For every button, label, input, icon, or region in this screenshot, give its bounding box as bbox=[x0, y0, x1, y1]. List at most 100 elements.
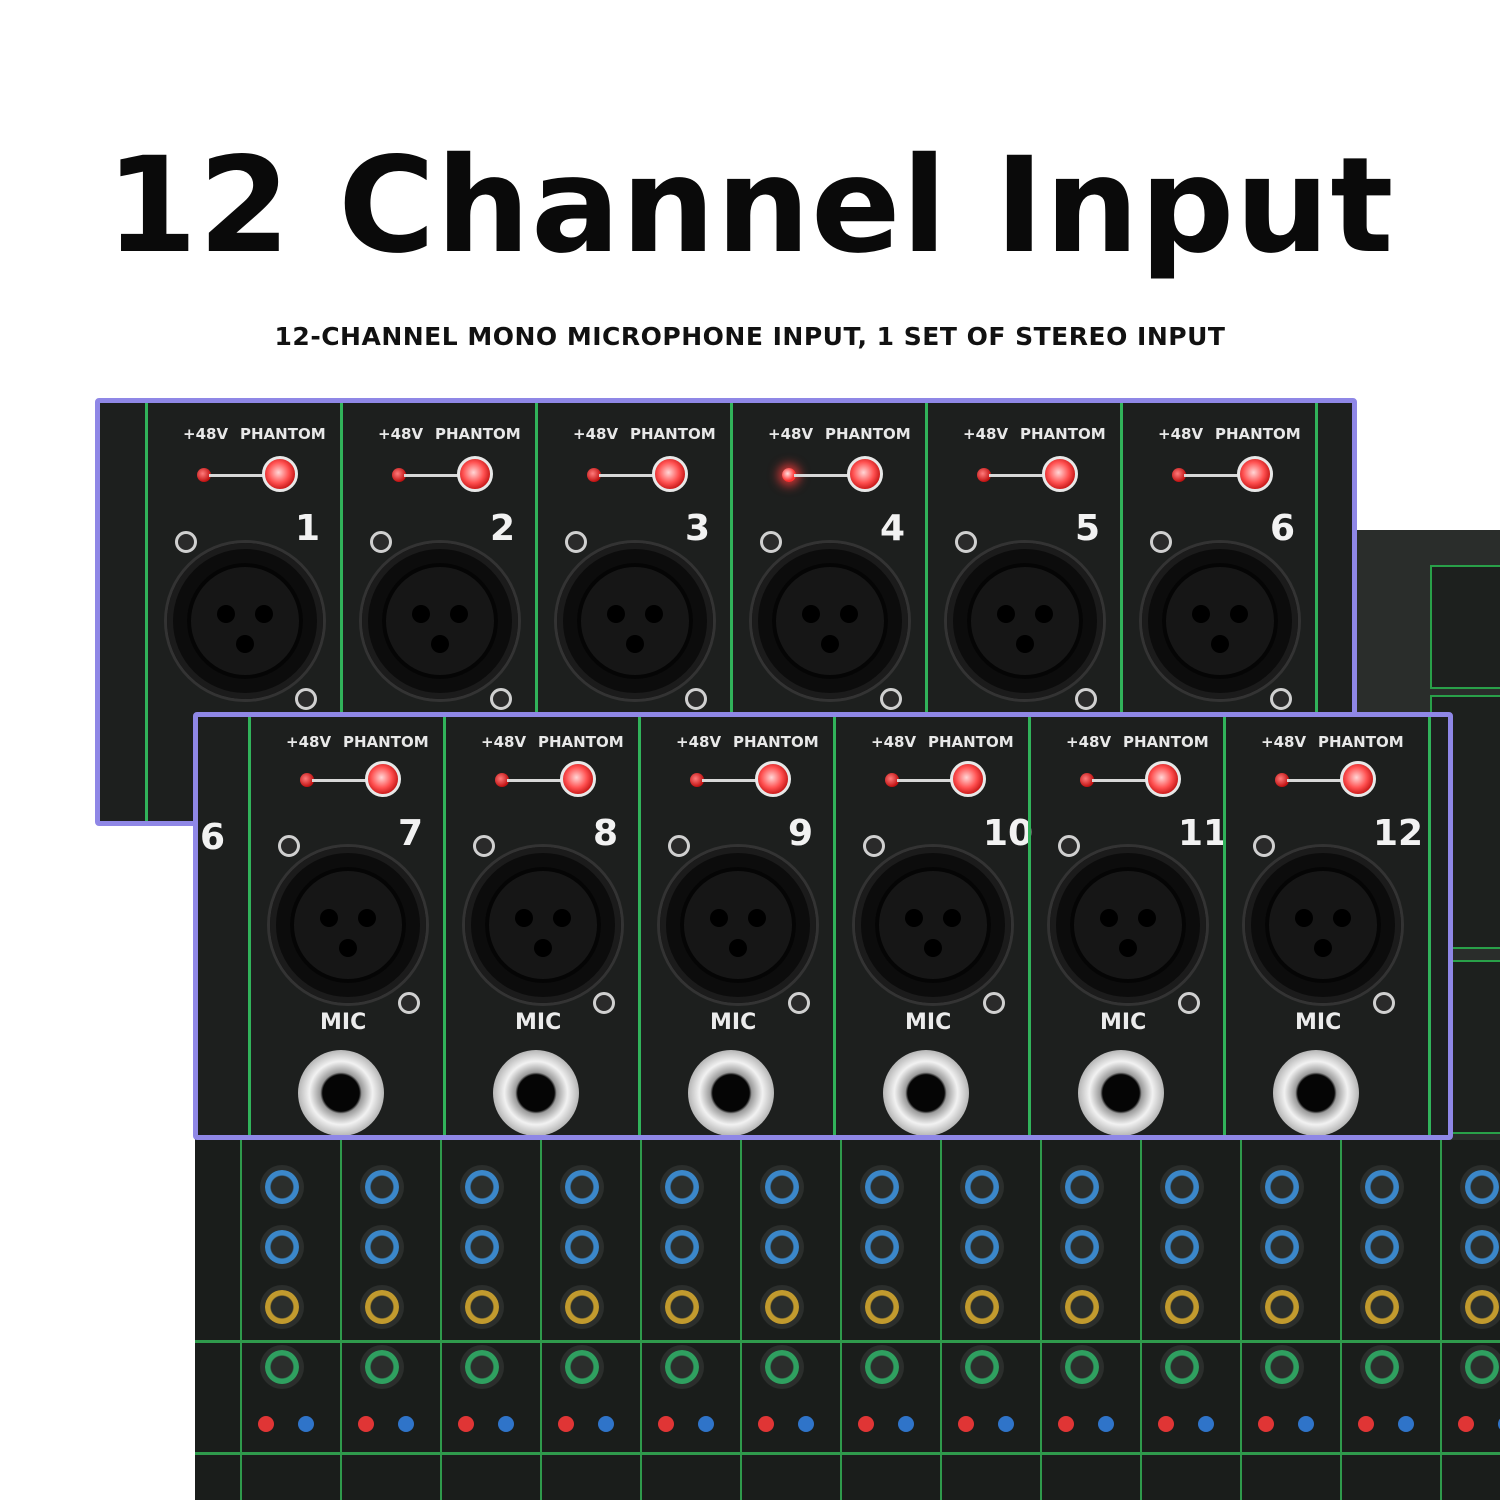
xlr-mic-jack bbox=[557, 543, 713, 699]
knob-icon bbox=[965, 1350, 999, 1384]
screw-icon bbox=[473, 835, 495, 857]
screw-icon bbox=[788, 992, 810, 1014]
xlr-pin bbox=[1314, 939, 1332, 957]
screw-icon bbox=[685, 688, 707, 710]
screw-icon bbox=[278, 835, 300, 857]
channel-number: 11 bbox=[1178, 813, 1229, 854]
pfl-button bbox=[798, 1416, 814, 1432]
phantom-label: PHANTOM bbox=[343, 733, 429, 751]
knob-icon bbox=[565, 1290, 599, 1324]
knob-icon bbox=[765, 1290, 799, 1324]
xlr-pin bbox=[320, 909, 338, 927]
xlr-pin bbox=[431, 635, 449, 653]
screw-icon bbox=[1058, 835, 1080, 857]
xlr-pin bbox=[1211, 635, 1229, 653]
mixer-channel-column bbox=[1140, 1140, 1240, 1500]
phantom-led bbox=[1172, 468, 1186, 482]
channel-divider bbox=[248, 717, 251, 1135]
knob-icon bbox=[1065, 1290, 1099, 1324]
channel-divider bbox=[833, 717, 836, 1135]
channel-number: 8 bbox=[593, 813, 619, 854]
phantom-button bbox=[950, 761, 986, 797]
knob-icon bbox=[1265, 1350, 1299, 1384]
phantom-label: PHANTOM bbox=[435, 425, 521, 443]
knob-icon bbox=[1165, 1350, 1199, 1384]
xlr-mic-jack bbox=[752, 543, 908, 699]
xlr-pin bbox=[710, 909, 728, 927]
knob-icon bbox=[465, 1230, 499, 1264]
phantom-label: PHANTOM bbox=[630, 425, 716, 443]
phantom-link bbox=[209, 474, 271, 477]
mic-label: MIC bbox=[515, 1010, 562, 1035]
knob-icon bbox=[265, 1230, 299, 1264]
mic-label: MIC bbox=[320, 1010, 367, 1035]
screw-icon bbox=[1373, 992, 1395, 1014]
knob-icon bbox=[965, 1230, 999, 1264]
knob-icon bbox=[1065, 1230, 1099, 1264]
channel-divider bbox=[443, 717, 446, 1135]
knob-icon bbox=[1465, 1170, 1499, 1204]
knob-icon bbox=[865, 1230, 899, 1264]
screw-icon bbox=[593, 992, 615, 1014]
pfl-button bbox=[498, 1416, 514, 1432]
xlr-pin bbox=[1192, 605, 1210, 623]
channel-number: 2 bbox=[490, 508, 516, 549]
quarter-inch-jack bbox=[493, 1050, 579, 1135]
channel-divider bbox=[638, 717, 641, 1135]
phantom-link bbox=[702, 779, 764, 782]
xlr-pin bbox=[1295, 909, 1313, 927]
xlr-mic-jack bbox=[270, 847, 426, 1003]
mixer-channel-column bbox=[1040, 1140, 1140, 1500]
xlr-inner bbox=[187, 563, 303, 679]
pfl-button bbox=[698, 1416, 714, 1432]
knob-icon bbox=[965, 1290, 999, 1324]
knob-icon bbox=[365, 1230, 399, 1264]
section-divider bbox=[195, 1452, 1500, 1455]
phantom-label: PHANTOM bbox=[240, 425, 326, 443]
xlr-pin bbox=[821, 635, 839, 653]
screw-icon bbox=[398, 992, 420, 1014]
quarter-inch-jack bbox=[1078, 1050, 1164, 1135]
knob-icon bbox=[665, 1290, 699, 1324]
page-title: 12 Channel Input bbox=[105, 129, 1395, 283]
pfl-button bbox=[1498, 1416, 1500, 1432]
quarter-inch-jack bbox=[1273, 1050, 1359, 1135]
page-subtitle: 12-CHANNEL MONO MICROPHONE INPUT, 1 SET … bbox=[274, 322, 1226, 351]
quarter-inch-jack bbox=[883, 1050, 969, 1135]
channel-number: 12 bbox=[1373, 813, 1424, 854]
xlr-inner bbox=[485, 867, 601, 983]
channel-number: 7 bbox=[398, 813, 424, 854]
phantom-voltage-label: +48V bbox=[1261, 733, 1307, 751]
mute-button bbox=[958, 1416, 974, 1432]
phantom-label: PHANTOM bbox=[1318, 733, 1404, 751]
screw-icon bbox=[983, 992, 1005, 1014]
pfl-button bbox=[398, 1416, 414, 1432]
knob-icon bbox=[465, 1350, 499, 1384]
xlr-inner bbox=[382, 563, 498, 679]
xlr-pin bbox=[1138, 909, 1156, 927]
knob-icon bbox=[365, 1350, 399, 1384]
phantom-link bbox=[989, 474, 1051, 477]
mic-label: MIC bbox=[1100, 1010, 1147, 1035]
mixer-knob-section bbox=[195, 1140, 1500, 1500]
channel-divider bbox=[145, 403, 148, 821]
screw-icon bbox=[1178, 992, 1200, 1014]
screw-icon bbox=[1150, 531, 1172, 553]
xlr-mic-jack bbox=[1245, 847, 1401, 1003]
phantom-link bbox=[1184, 474, 1246, 477]
channel-divider bbox=[730, 403, 733, 821]
pfl-button bbox=[1098, 1416, 1114, 1432]
screw-icon bbox=[490, 688, 512, 710]
knob-icon bbox=[565, 1350, 599, 1384]
knob-icon bbox=[1265, 1290, 1299, 1324]
mute-button bbox=[558, 1416, 574, 1432]
mixer-channel-column bbox=[840, 1140, 940, 1500]
knob-icon bbox=[865, 1290, 899, 1324]
screw-icon bbox=[1075, 688, 1097, 710]
phantom-led bbox=[1275, 773, 1289, 787]
channel-divider bbox=[535, 403, 538, 821]
xlr-mic-jack bbox=[362, 543, 518, 699]
phantom-button bbox=[847, 456, 883, 492]
phantom-led bbox=[392, 468, 406, 482]
screw-icon bbox=[668, 835, 690, 857]
